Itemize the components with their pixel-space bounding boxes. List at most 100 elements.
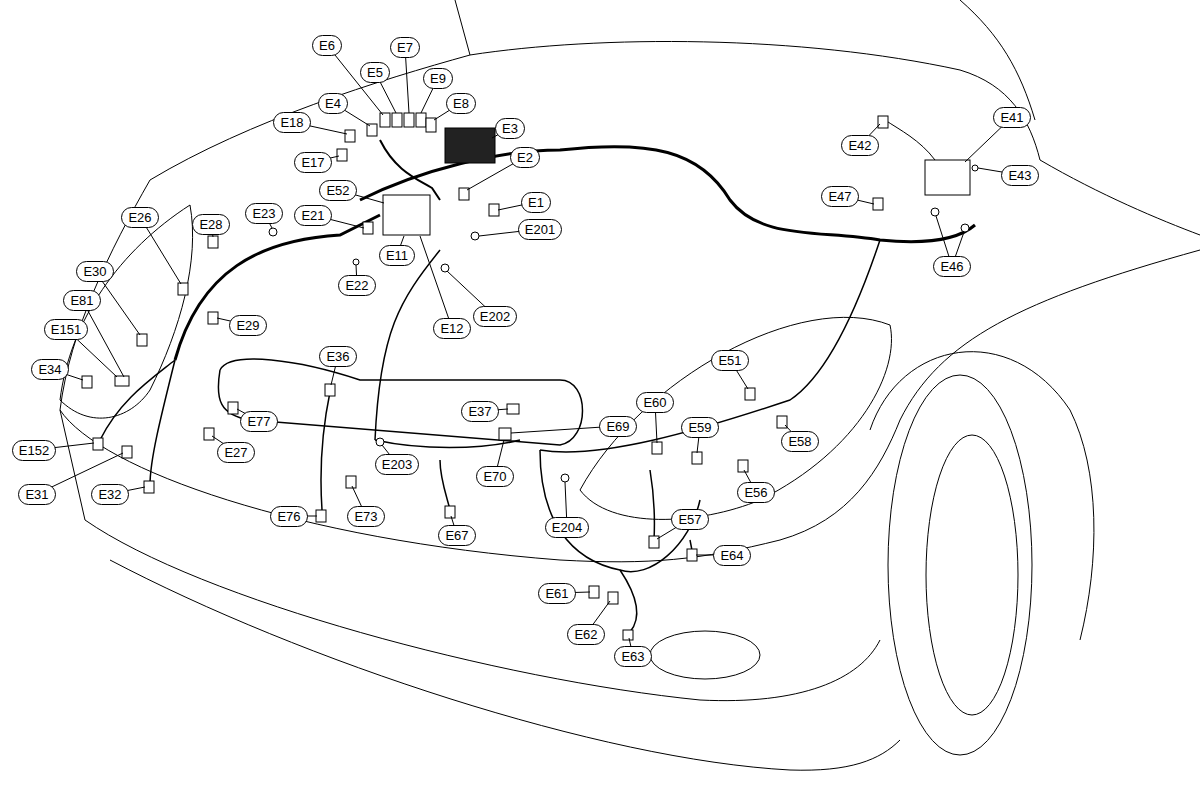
callout-number: E30 bbox=[83, 263, 106, 280]
callout-oval: E36 bbox=[319, 346, 356, 367]
callout-oval: E73 bbox=[347, 506, 384, 527]
callout-oval: E11 bbox=[379, 245, 415, 266]
callout-oval: E69 bbox=[599, 416, 636, 437]
callout-oval: E43 bbox=[1001, 165, 1038, 186]
callout-oval: E2 bbox=[510, 147, 540, 168]
leader-lines bbox=[34, 45, 1020, 656]
callout-number: E29 bbox=[236, 317, 259, 334]
callout-number: E9 bbox=[430, 70, 446, 87]
wiring-harness bbox=[100, 120, 975, 632]
callout-number: E34 bbox=[38, 361, 61, 378]
callout-number: E26 bbox=[128, 209, 151, 226]
callout-number: E60 bbox=[643, 394, 666, 411]
callout-oval: E3 bbox=[495, 118, 525, 139]
callout-number: E17 bbox=[301, 154, 324, 171]
callout-oval: E52 bbox=[319, 180, 356, 201]
callout-oval: E70 bbox=[476, 466, 513, 487]
callout-number: E21 bbox=[301, 207, 324, 224]
callout-number: E51 bbox=[718, 352, 741, 369]
callout-number: E4 bbox=[325, 95, 341, 112]
callout-number: E152 bbox=[19, 442, 49, 459]
callout-number: E43 bbox=[1008, 167, 1031, 184]
callout-oval: E60 bbox=[636, 392, 673, 413]
callout-number: E202 bbox=[480, 308, 510, 325]
callout-number: E76 bbox=[277, 508, 300, 525]
callout-oval: E17 bbox=[294, 152, 331, 173]
callout-oval: E12 bbox=[433, 318, 470, 339]
callout-oval: E37 bbox=[461, 401, 498, 422]
callout-number: E31 bbox=[25, 486, 48, 503]
callout-oval: E42 bbox=[841, 135, 878, 156]
callout-oval: E201 bbox=[518, 219, 562, 240]
callout-oval: E76 bbox=[270, 506, 307, 527]
callout-oval: E27 bbox=[217, 442, 254, 463]
callout-number: E23 bbox=[252, 205, 275, 222]
callout-oval: E8 bbox=[446, 93, 476, 114]
callout-oval: E46 bbox=[933, 256, 970, 277]
callout-oval: E29 bbox=[229, 315, 266, 336]
callout-oval: E6 bbox=[312, 35, 342, 56]
callout-number: E151 bbox=[51, 321, 81, 338]
callout-number: E42 bbox=[848, 137, 871, 154]
callout-number: E52 bbox=[326, 182, 349, 199]
callout-number: E204 bbox=[552, 519, 582, 536]
callout-oval: E18 bbox=[273, 112, 310, 133]
callout-number: E69 bbox=[606, 418, 629, 435]
callout-oval: E22 bbox=[338, 275, 375, 296]
callout-oval: E7 bbox=[390, 37, 420, 58]
callout-number: E64 bbox=[720, 547, 743, 564]
callout-number: E8 bbox=[453, 95, 469, 112]
callout-oval: E64 bbox=[713, 545, 750, 566]
callout-number: E56 bbox=[744, 484, 767, 501]
callout-oval: E81 bbox=[63, 290, 100, 311]
callout-oval: E23 bbox=[245, 203, 282, 224]
callout-oval: E51 bbox=[711, 350, 748, 371]
callout-oval: E59 bbox=[681, 417, 718, 438]
car-body bbox=[60, 0, 1200, 770]
callout-number: E7 bbox=[397, 39, 413, 56]
callout-oval: E56 bbox=[737, 482, 774, 503]
callout-oval: E47 bbox=[821, 186, 858, 207]
callout-oval: E151 bbox=[44, 319, 88, 340]
callout-number: E3 bbox=[502, 120, 518, 137]
callout-number: E12 bbox=[440, 320, 463, 337]
callout-oval: E61 bbox=[538, 583, 575, 604]
callout-number: E203 bbox=[382, 456, 412, 473]
callout-number: E81 bbox=[70, 292, 93, 309]
callout-number: E37 bbox=[468, 403, 491, 420]
callout-oval: E34 bbox=[31, 359, 68, 380]
callout-number: E73 bbox=[354, 508, 377, 525]
connector-symbols bbox=[82, 113, 978, 640]
callout-oval: E152 bbox=[12, 440, 56, 461]
callout-oval: E62 bbox=[567, 624, 604, 645]
callout-number: E62 bbox=[574, 626, 597, 643]
callout-number: E36 bbox=[326, 348, 349, 365]
callout-number: E6 bbox=[319, 37, 335, 54]
callout-oval: E204 bbox=[545, 517, 589, 538]
callout-number: E67 bbox=[445, 527, 468, 544]
callout-oval: E63 bbox=[614, 646, 651, 667]
callout-number: E46 bbox=[940, 258, 963, 275]
callout-number: E28 bbox=[199, 216, 222, 233]
callout-oval: E58 bbox=[781, 431, 818, 452]
callout-number: E47 bbox=[828, 188, 851, 205]
callout-oval: E21 bbox=[294, 205, 331, 226]
callout-number: E1 bbox=[528, 194, 544, 211]
callout-number: E2 bbox=[517, 149, 533, 166]
callout-number: E32 bbox=[98, 486, 121, 503]
callout-oval: E26 bbox=[121, 207, 158, 228]
callout-number: E27 bbox=[224, 444, 247, 461]
callout-number: E61 bbox=[545, 585, 568, 602]
callout-number: E63 bbox=[621, 648, 644, 665]
callout-oval: E28 bbox=[192, 214, 229, 235]
callout-number: E70 bbox=[483, 468, 506, 485]
callout-number: E201 bbox=[525, 221, 555, 238]
callout-number: E58 bbox=[788, 433, 811, 450]
callout-number: E22 bbox=[345, 277, 368, 294]
callout-oval: E203 bbox=[375, 454, 419, 475]
callout-oval: E5 bbox=[360, 62, 390, 83]
callout-oval: E4 bbox=[318, 93, 348, 114]
callout-oval: E67 bbox=[438, 525, 475, 546]
